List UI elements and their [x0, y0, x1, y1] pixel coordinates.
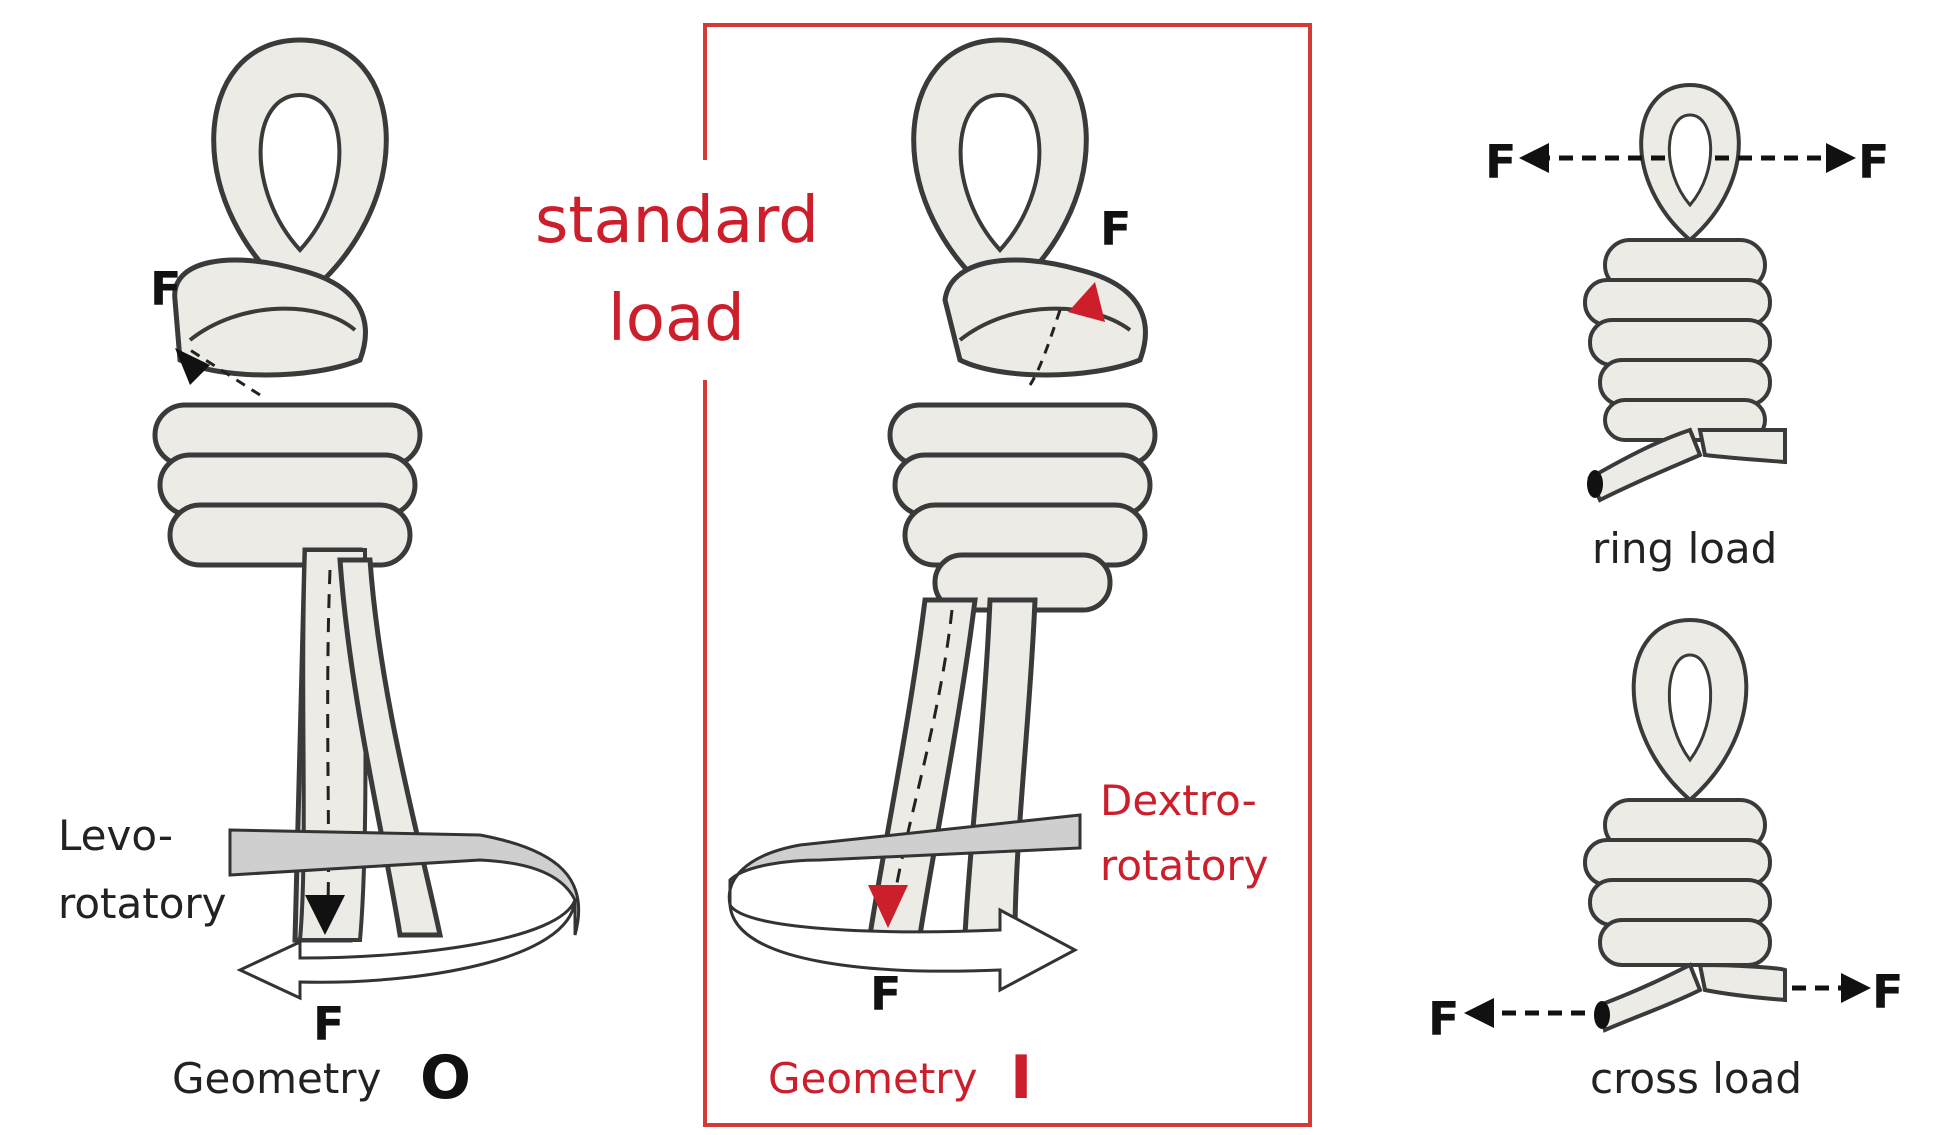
- cross-load-force-right: F: [1872, 965, 1903, 1019]
- center-force-bottom-label: F: [870, 967, 901, 1021]
- ring-load-force-right: F: [1858, 135, 1889, 189]
- ring-load-caption: ring load: [1592, 524, 1777, 573]
- left-geometry-letter: O: [420, 1043, 471, 1113]
- center-rotation-label-1: Dextro-: [1100, 776, 1257, 825]
- left-rotation-label-1: Levo-: [58, 811, 173, 860]
- cross-load-knot-illustration: [1583, 617, 1787, 1033]
- left-knot-illustration: [152, 37, 444, 943]
- center-rotation-label-2: rotatory: [1100, 841, 1269, 890]
- cross-load-force-left: F: [1428, 992, 1459, 1046]
- left-geometry-word: Geometry: [172, 1054, 381, 1103]
- center-geometry-letter: I: [1010, 1043, 1032, 1113]
- left-rotation-label-2: rotatory: [58, 879, 227, 928]
- left-top-force-arrowhead: [175, 348, 210, 385]
- left-force-bottom-label: F: [313, 997, 344, 1051]
- left-bottom-force-arrowhead: [305, 895, 345, 935]
- center-force-top-label: F: [1100, 202, 1131, 256]
- standard-load-frame: [703, 23, 1312, 1127]
- left-force-top-label: F: [150, 262, 181, 316]
- center-geometry-word: Geometry: [768, 1054, 977, 1103]
- center-title-line2: load: [608, 282, 745, 356]
- center-title-line1: standard: [535, 184, 819, 258]
- center-rotation-band: [727, 813, 1082, 993]
- ring-load-knot-illustration: [1583, 82, 1787, 503]
- center-bottom-force-arrowhead: [868, 885, 908, 928]
- center-top-force-arrowhead: [1068, 282, 1105, 322]
- ring-load-force-left: F: [1485, 135, 1516, 189]
- cross-load-caption: cross load: [1590, 1054, 1802, 1103]
- left-rotation-band: [228, 828, 581, 1001]
